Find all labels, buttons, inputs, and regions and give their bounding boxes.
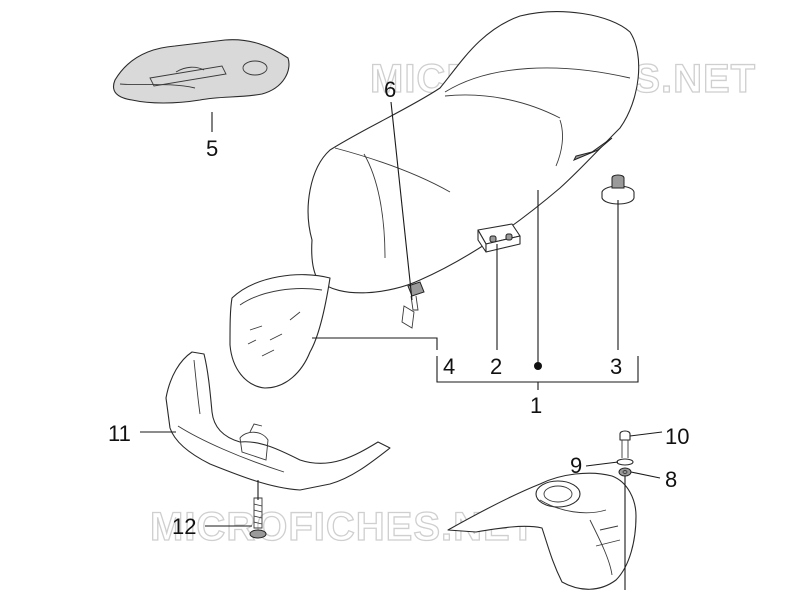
callout-12: 12 [172,514,196,539]
leader-dot-1 [534,362,542,370]
callout-9: 9 [570,453,582,478]
callout-8: 8 [665,467,677,492]
callout-3: 3 [610,354,622,379]
part-bolt-10 [619,430,631,458]
part-screw [401,281,425,329]
leader-lines [140,101,663,590]
part-seat-liner [229,274,331,389]
callout-6: 6 [384,77,396,102]
callout-11: 11 [108,421,131,446]
part-washer-9 [616,458,634,466]
part-bumper [477,223,521,253]
part-screw-12 [249,497,267,539]
part-seat-cover [113,39,290,104]
callout-10: 10 [665,424,689,449]
callout-2: 2 [490,354,502,379]
part-front-bracket [165,351,391,491]
part-rear-carrier [447,472,637,590]
callout-5: 5 [206,136,218,161]
callout-1: 1 [530,393,542,418]
part-washer-8 [618,467,632,477]
part-seat [307,11,640,294]
callout-4: 4 [443,354,455,379]
part-stop [601,174,635,205]
